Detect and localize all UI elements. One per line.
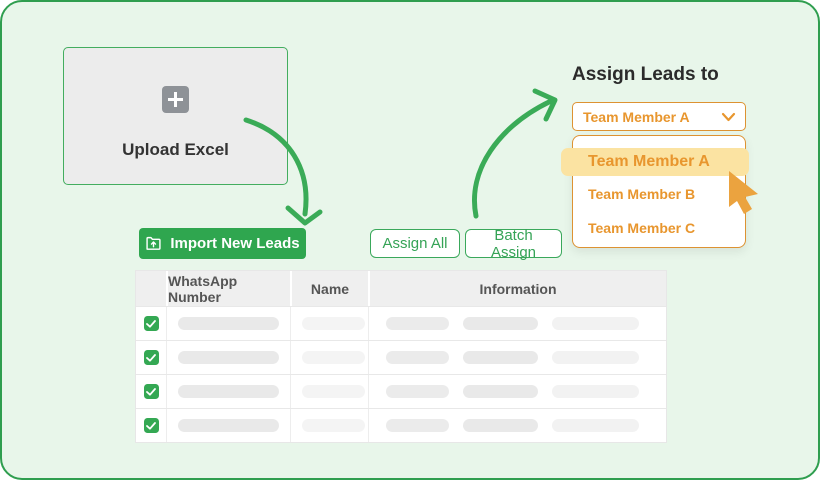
assign-leads-title: Assign Leads to — [572, 64, 719, 85]
name-cell — [290, 307, 368, 340]
checkbox-cell — [136, 375, 166, 408]
leads-table: WhatsApp Number Name Information — [135, 270, 667, 443]
checkbox-cell — [136, 409, 166, 442]
folder-upload-icon — [146, 236, 162, 250]
placeholder-pill — [463, 419, 538, 432]
import-new-leads-button[interactable]: Import New Leads — [139, 228, 306, 259]
header-name: Name — [290, 271, 368, 306]
placeholder-pill — [386, 419, 449, 432]
placeholder-pill — [178, 385, 279, 398]
placeholder-pill — [386, 351, 449, 364]
placeholder-pill — [302, 317, 365, 330]
checkmark-icon — [146, 387, 156, 396]
whatsapp-number-cell — [166, 375, 290, 408]
team-member-select[interactable]: Team Member A — [572, 102, 746, 131]
header-information: Information — [368, 271, 666, 306]
whatsapp-number-cell — [166, 307, 290, 340]
placeholder-pill — [386, 385, 449, 398]
whatsapp-number-cell — [166, 409, 290, 442]
checkbox-cell — [136, 307, 166, 340]
team-member-select-value: Team Member A — [583, 108, 690, 125]
row-checkbox[interactable] — [143, 418, 159, 433]
checkmark-icon — [146, 319, 156, 328]
name-cell — [290, 409, 368, 442]
leads-table-header: WhatsApp Number Name Information — [136, 271, 666, 306]
arrowhead-down-icon — [285, 205, 323, 226]
batch-assign-button[interactable]: Batch Assign — [465, 227, 562, 261]
information-cell — [368, 409, 666, 442]
chevron-down-icon — [721, 112, 736, 121]
table-row — [136, 374, 666, 408]
placeholder-pill — [552, 385, 639, 398]
table-row — [136, 408, 666, 442]
placeholder-pill — [178, 419, 279, 432]
placeholder-pill — [463, 385, 538, 398]
placeholder-pill — [552, 351, 639, 364]
arrow-batch-to-assign — [472, 98, 554, 219]
name-cell — [290, 375, 368, 408]
upload-excel-dropzone[interactable]: Upload Excel — [63, 47, 288, 185]
placeholder-pill — [302, 419, 365, 432]
whatsapp-number-cell — [166, 341, 290, 374]
placeholder-pill — [463, 317, 538, 330]
table-row — [136, 340, 666, 374]
plus-icon — [162, 86, 189, 113]
placeholder-pill — [178, 317, 279, 330]
team-member-dropdown: Team Member A Team Member B Team Member … — [561, 135, 749, 248]
placeholder-pill — [302, 351, 365, 364]
placeholder-pill — [386, 317, 449, 330]
table-body — [136, 306, 666, 442]
checkmark-icon — [146, 421, 156, 430]
arrowhead-up-icon — [532, 88, 558, 122]
assign-all-button[interactable]: Assign All — [370, 229, 460, 258]
checkmark-icon — [146, 353, 156, 362]
row-checkbox[interactable] — [143, 350, 159, 365]
name-cell — [290, 341, 368, 374]
placeholder-pill — [178, 351, 279, 364]
header-whatsapp-number: WhatsApp Number — [166, 271, 290, 306]
table-row — [136, 306, 666, 340]
placeholder-pill — [552, 419, 639, 432]
checkbox-cell — [136, 341, 166, 374]
information-cell — [368, 375, 666, 408]
placeholder-pill — [552, 317, 639, 330]
row-checkbox[interactable] — [143, 384, 159, 399]
placeholder-pill — [463, 351, 538, 364]
information-cell — [368, 307, 666, 340]
upload-excel-label: Upload Excel — [122, 140, 229, 159]
placeholder-pill — [302, 385, 365, 398]
information-cell — [368, 341, 666, 374]
header-checkbox-spacer — [136, 271, 166, 306]
row-checkbox[interactable] — [143, 316, 159, 331]
import-new-leads-label: Import New Leads — [170, 235, 300, 252]
dropdown-option-team-member-a[interactable]: Team Member A — [561, 148, 749, 176]
dropdown-option-team-member-b[interactable]: Team Member B — [588, 186, 696, 202]
dropdown-option-team-member-c[interactable]: Team Member C — [588, 220, 696, 236]
